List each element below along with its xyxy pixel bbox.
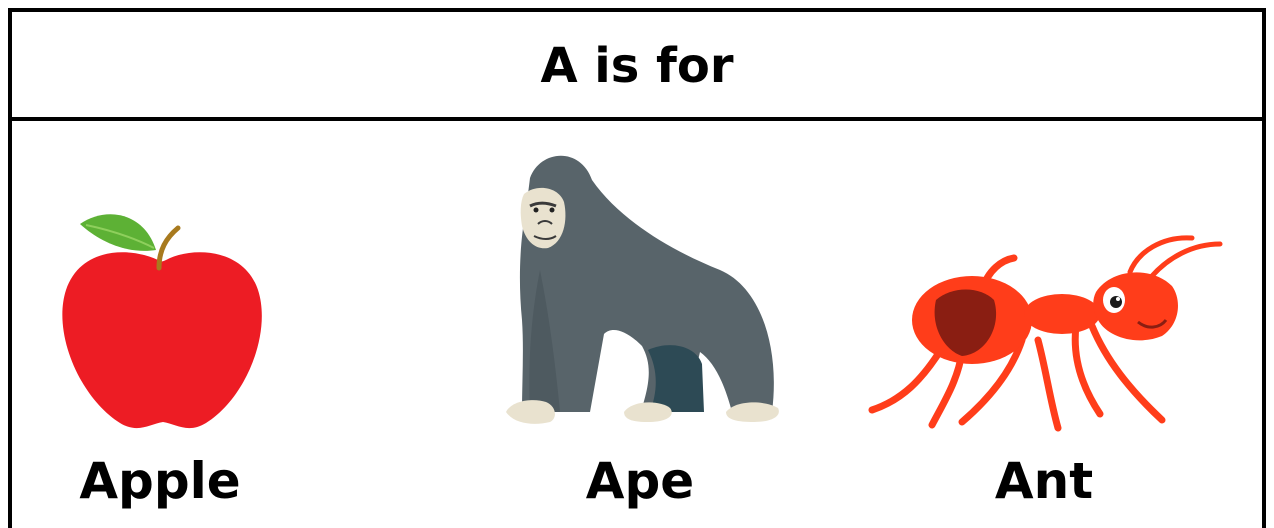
ant-icon	[868, 235, 1223, 432]
item-label-apple: Apple	[79, 452, 241, 510]
ape-icon	[506, 155, 779, 424]
header-bar: A is for	[12, 12, 1262, 121]
item-label-ant: Ant	[994, 452, 1094, 510]
item-label-ape: Ape	[585, 452, 695, 510]
apple-icon	[62, 214, 262, 429]
page-title: A is for	[540, 37, 734, 94]
flashcard-frame: A is for	[8, 8, 1266, 528]
